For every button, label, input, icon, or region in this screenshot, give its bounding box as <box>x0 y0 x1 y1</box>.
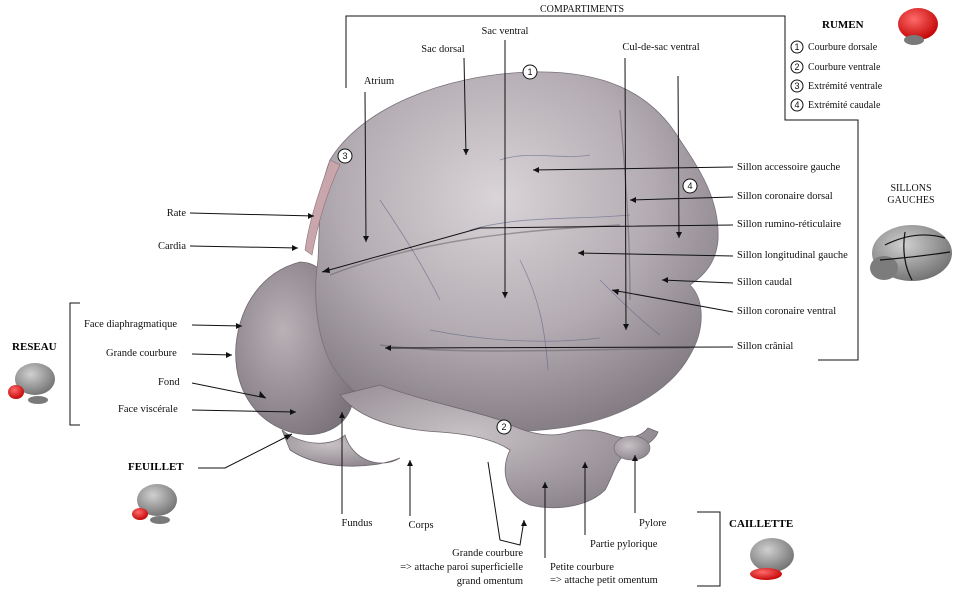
rumen-legend: RUMEN 1 Courbure dorsale 2 Courbure vent… <box>790 8 938 112</box>
svg-text:=> attache paroi superficielle: => attache paroi superficielle <box>400 562 523 573</box>
leader-sillon-coronaire-ventral <box>611 289 734 313</box>
feuillet-shape <box>281 429 401 467</box>
svg-text:2: 2 <box>501 422 506 432</box>
label-face-diaphragmatique: Face diaphragmatique <box>84 319 177 330</box>
leader-face-viscerale <box>191 409 297 413</box>
svg-text:3: 3 <box>342 151 347 161</box>
reseau-block: RESEAU <box>8 302 80 426</box>
label-sillon-cranial: Sillon crânial <box>737 341 793 352</box>
leader-fond <box>191 382 267 399</box>
svg-text:Courbure dorsale: Courbure dorsale <box>808 42 878 53</box>
leader-caudal-top <box>677 75 680 239</box>
label-fundus: Fundus <box>342 518 373 529</box>
leader-sillon-rumino <box>321 224 734 273</box>
leader-cul-de-sac <box>624 57 627 331</box>
svg-text:Extrémité ventrale: Extrémité ventrale <box>808 81 883 92</box>
marker-3: 3 <box>337 148 353 164</box>
stomach-illustration <box>235 71 719 509</box>
label-corps: Corps <box>408 520 433 531</box>
label-sac-ventral: Sac ventral <box>482 26 529 37</box>
compartments-title: COMPARTIMENTS <box>540 4 624 15</box>
legend-item-1: 1 Courbure dorsale <box>790 40 878 54</box>
leader-sillon-cranial <box>384 346 734 349</box>
compartments-bracket <box>345 15 859 361</box>
label-face-viscerale: Face viscérale <box>118 404 178 415</box>
svg-text:2: 2 <box>794 62 799 72</box>
legend-item-4: 4 Extrémité caudale <box>790 98 881 112</box>
leader-cardia <box>189 245 299 249</box>
reseau-thumbnail <box>8 363 55 404</box>
legend-item-2: 2 Courbure ventrale <box>790 60 881 74</box>
leader-sillon-caudal <box>661 279 734 284</box>
label-rate: Rate <box>167 208 187 219</box>
marker-4: 4 <box>682 178 698 194</box>
svg-text:1: 1 <box>794 42 799 52</box>
svg-text:1: 1 <box>527 67 532 77</box>
leader-atrium <box>364 91 367 243</box>
svg-text:3: 3 <box>794 81 799 91</box>
feuillet-title: FEUILLET <box>128 461 184 473</box>
feuillet-block: FEUILLET <box>128 433 293 524</box>
rate-shape <box>304 159 341 256</box>
marker-1: 1 <box>522 64 538 80</box>
label-pylore: Pylore <box>639 518 667 529</box>
svg-text:=> attache petit omentum: => attache petit omentum <box>550 575 658 586</box>
leader-grande-courbure-reseau <box>191 353 233 356</box>
marker-2: 2 <box>496 419 512 435</box>
rumen-shape <box>315 71 719 432</box>
sillons-gauches-block: SILLONS GAUCHES <box>870 183 952 281</box>
caillette-title: CAILLETTE <box>729 518 793 530</box>
reseau-bracket <box>69 302 80 426</box>
sillons-title-1: SILLONS <box>890 183 931 194</box>
legend-item-3: 3 Extrémité ventrale <box>790 79 883 93</box>
svg-text:Grande courbure: Grande courbure <box>452 548 523 559</box>
svg-text:Courbure ventrale: Courbure ventrale <box>808 62 881 73</box>
label-fond: Fond <box>158 377 180 388</box>
label-sillon-longitudinal: Sillon longitudinal gauche <box>737 250 848 261</box>
label-sillon-coronaire-dorsal: Sillon coronaire dorsal <box>737 191 833 202</box>
pylore-shape <box>613 435 651 461</box>
rumen-title: RUMEN <box>822 19 864 31</box>
caillette-block: CAILLETTE <box>697 511 794 587</box>
caillette-bracket <box>697 511 721 587</box>
leader-sillon-accessoire <box>532 166 734 171</box>
label-grande-courbure-reseau: Grande courbure <box>106 348 177 359</box>
leader-rate <box>189 212 315 217</box>
label-sac-dorsal: Sac dorsal <box>421 44 465 55</box>
svg-text:Extrémité caudale: Extrémité caudale <box>808 100 881 111</box>
label-sillon-accessoire: Sillon accessoire gauche <box>737 162 841 173</box>
label-sillon-rumino: Sillon rumino-réticulaire <box>737 219 841 230</box>
label-atrium: Atrium <box>364 76 394 87</box>
leader-sillon-longitudinal <box>577 252 734 257</box>
label-grande-courbure-caillette: Grande courbure => attache paroi superfi… <box>400 548 523 587</box>
reseau-title: RESEAU <box>12 341 57 353</box>
label-cardia: Cardia <box>158 241 186 252</box>
leader-feuillet <box>198 433 293 469</box>
svg-text:Petite courbure: Petite courbure <box>550 562 614 573</box>
vessel-lines <box>379 154 661 371</box>
label-sillon-coronaire-ventral: Sillon coronaire ventral <box>737 306 836 317</box>
leader-face-diaphragmatique <box>191 324 243 327</box>
leader-sac-dorsal <box>463 57 467 156</box>
svg-text:4: 4 <box>794 100 799 110</box>
svg-text:4: 4 <box>687 181 692 191</box>
rumen-thumbnail <box>898 8 938 45</box>
sillons-title-2: GAUCHES <box>887 195 934 206</box>
leader-sillon-coronaire-dorsal <box>629 196 734 201</box>
label-petite-courbure: Petite courbure => attache petit omentum <box>550 562 658 586</box>
sillons-thumbnail <box>870 225 952 281</box>
caillette-thumbnail <box>750 538 794 580</box>
label-partie-pylorique: Partie pylorique <box>590 539 658 550</box>
label-cul-de-sac: Cul-de-sac ventral <box>622 42 699 53</box>
leader-grande-courbure-caillette <box>487 461 525 546</box>
label-sillon-caudal: Sillon caudal <box>737 277 792 288</box>
feuillet-thumbnail <box>132 484 177 524</box>
svg-text:grand omentum: grand omentum <box>457 576 523 587</box>
